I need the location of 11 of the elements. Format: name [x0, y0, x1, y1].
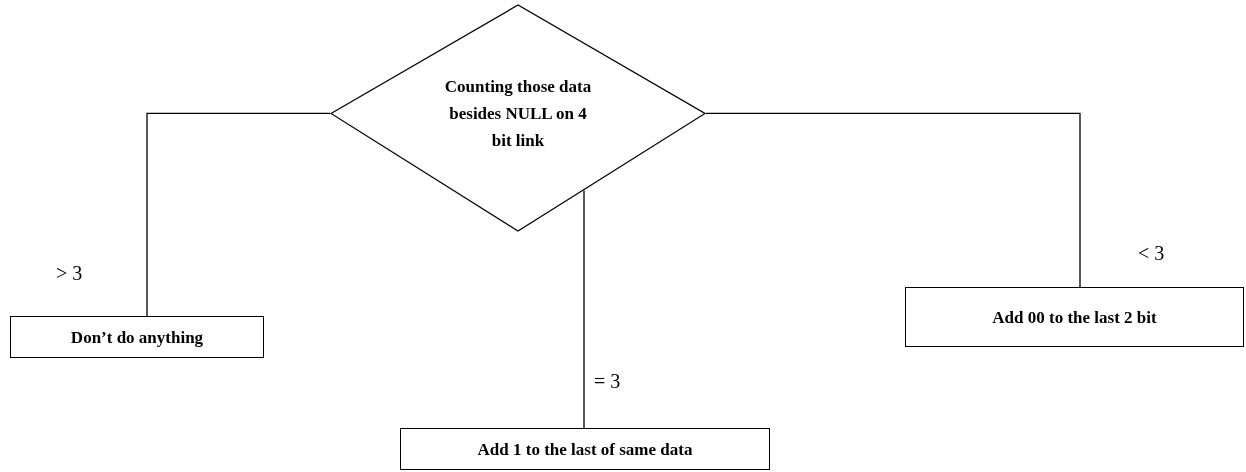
connector-line [705, 112, 1081, 288]
box-text: Add 1 to the last of same data [477, 438, 693, 461]
process-box [905, 287, 1244, 347]
connector-line [583, 189, 585, 429]
connector-line [146, 112, 331, 317]
box-text: Add 00 to the last 2 bit [992, 306, 1157, 329]
decision-text: Counting those data besides NULL on 4 bit link [443, 75, 593, 152]
box-text: Don’t do anything [70, 326, 204, 349]
process-box [400, 428, 770, 470]
decision-diamond [330, 4, 706, 232]
process-box [10, 316, 264, 358]
